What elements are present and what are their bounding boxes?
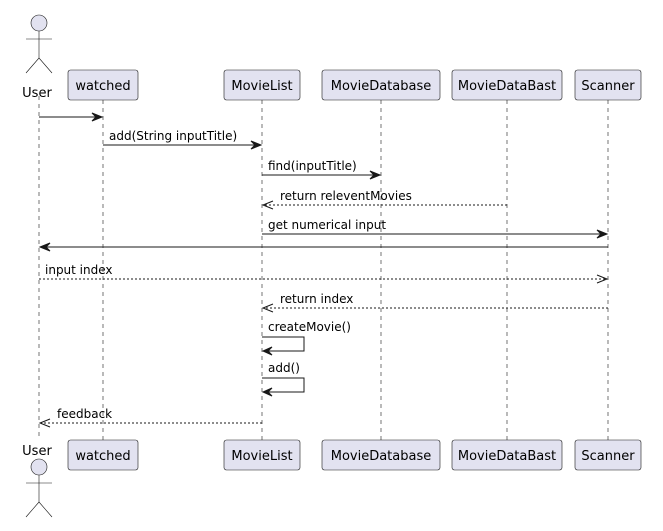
message-label: input index [45,263,113,277]
participant-label: watched [75,79,130,94]
message-get-numerical-input: get numerical input [262,218,609,239]
participant-label: MovieDataBast [458,79,556,94]
actor-user-bottom: User [22,444,53,518]
participant-label: MovieList [231,79,292,94]
message-arrowhead [596,229,609,239]
participant-movielist-bottom: MovieList [223,439,301,471]
message-user-to-watched [39,112,104,122]
participant-moviedatabast-top: MovieDataBast [451,69,563,101]
message-line [262,336,305,352]
participant-label: MovieDatabase [331,449,432,464]
message-arrowhead [250,140,263,150]
message-arrowhead [91,112,104,122]
message-add-string-inputtitle: add(String inputTitle) [103,129,263,150]
message-input-index: input index [39,263,609,284]
message-arrowhead [261,387,273,397]
actor-user-top: User [22,14,53,101]
participant-scanner-top: Scanner [574,69,642,101]
participant-watched-bottom: watched [67,439,139,471]
participant-label: Scanner [581,79,635,94]
actor-body [25,31,53,74]
message-feedback: feedback [38,407,262,428]
message-arrowhead [261,346,273,356]
message-label: add(String inputTitle) [109,129,237,143]
message-label: return index [280,292,353,306]
participant-label: watched [75,449,130,464]
message-label: return releventMovies [280,189,412,203]
message-label: add() [268,361,300,375]
participant-label: Scanner [581,449,635,464]
actor-head [30,14,48,32]
participant-label: MovieList [231,449,292,464]
message-add: add() [261,361,305,397]
participant-moviedatabast-bottom: MovieDataBast [451,439,563,471]
participant-label: MovieDatabase [331,79,432,94]
message-return-releventmovies: return releventMovies [261,189,507,210]
actor-label: User [22,86,52,101]
participant-watched-top: watched [67,69,139,101]
message-return-index: return index [261,292,608,313]
actor-label: User [22,444,52,459]
message-arrowhead [596,274,609,284]
message-arrowhead [369,170,382,180]
message-label: createMovie() [268,320,351,334]
message-arrowhead [261,200,274,210]
message-label: feedback [57,407,112,421]
message-label: find(inputTitle) [268,159,357,173]
participant-movielist-top: MovieList [223,69,301,101]
participant-label: MovieDataBast [458,449,556,464]
message-find-inputtitle: find(inputTitle) [262,159,382,180]
participant-moviedatabase-top: MovieDatabase [321,69,441,101]
message-scanner-to-user [38,242,608,252]
message-arrowhead [38,242,51,252]
message-label: get numerical input [268,218,386,232]
message-line [262,377,305,393]
message-createmovie: createMovie() [261,320,351,356]
participant-moviedatabase-bottom: MovieDatabase [321,439,441,471]
actor-head [30,458,48,476]
participant-scanner-bottom: Scanner [574,439,642,471]
message-arrowhead [261,303,274,313]
message-arrowhead [38,418,51,428]
actor-body [25,475,53,518]
